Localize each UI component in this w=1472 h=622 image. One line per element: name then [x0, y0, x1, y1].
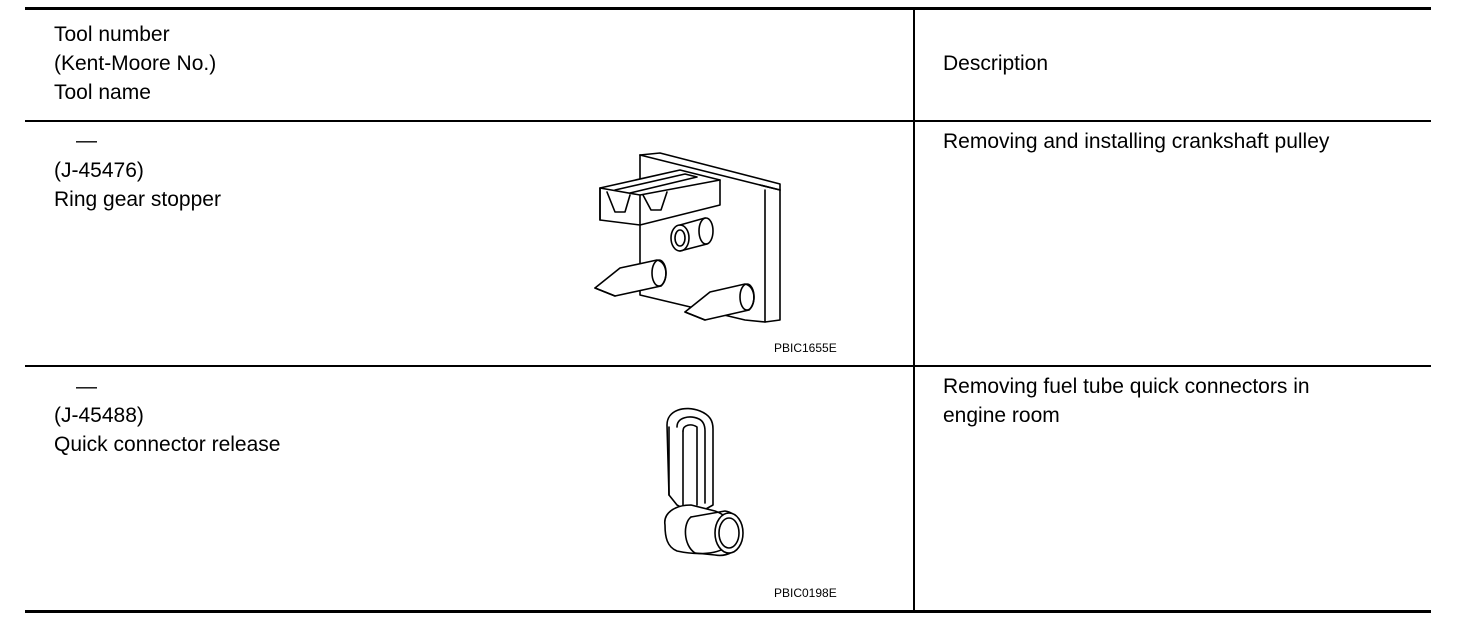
- header-kent-moore-no: (Kent-Moore No.): [54, 52, 217, 75]
- quick-connector-release-illustration: [655, 405, 755, 565]
- row-divider-rule: [25, 365, 1431, 367]
- header-description: Description: [943, 52, 1049, 75]
- header-tool-name: Tool name: [54, 81, 151, 104]
- row2-image-code: PBIC0198E: [774, 586, 837, 600]
- row1-image-code: PBIC1655E: [774, 341, 837, 355]
- table-bottom-rule: [25, 610, 1431, 613]
- row2-description-line2: engine room: [943, 404, 1060, 427]
- row1-kent-moore-no: (J-45476): [54, 159, 144, 182]
- table-top-rule: [25, 7, 1431, 10]
- column-divider: [913, 9, 915, 611]
- row2-kent-moore-no: (J-45488): [54, 404, 144, 427]
- row1-tool-name: Ring gear stopper: [54, 188, 221, 211]
- header-tool-number: Tool number: [54, 23, 170, 46]
- row1-tool-number: —: [76, 129, 97, 152]
- row2-tool-name: Quick connector release: [54, 433, 281, 456]
- row1-description: Removing and installing crankshaft pulle…: [943, 130, 1330, 153]
- row2-tool-number: —: [76, 375, 97, 398]
- ring-gear-stopper-illustration: [585, 150, 790, 330]
- row2-description-line1: Removing fuel tube quick connectors in: [943, 375, 1310, 398]
- header-bottom-rule: [25, 120, 1431, 122]
